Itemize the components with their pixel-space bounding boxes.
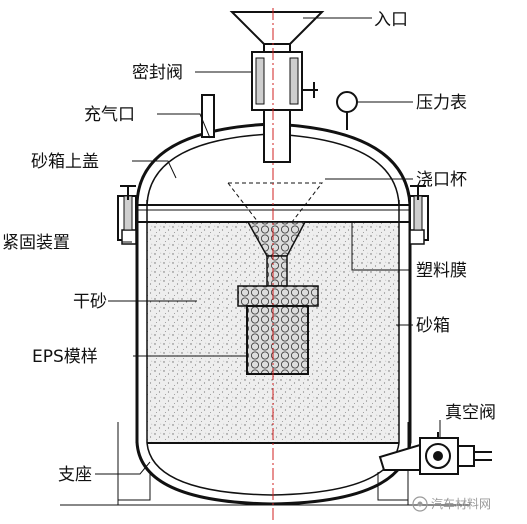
leader-lines	[95, 17, 441, 475]
clamp-right	[409, 185, 429, 245]
seal-valve	[251, 51, 318, 111]
clamp-left	[117, 185, 137, 245]
label-gas-inlet: 充气口	[84, 105, 135, 125]
vacuum-valve	[378, 432, 492, 475]
label-seal-valve: 密封阀	[132, 63, 183, 83]
label-pressure-gauge: 压力表	[416, 93, 467, 113]
pouring-cup-outline	[227, 182, 324, 223]
pouring-cup	[237, 221, 319, 307]
label-inlet: 入口	[374, 10, 408, 30]
label-plastic-film: 塑料膜	[416, 261, 467, 281]
label-vacuum-valve: 真空阀	[445, 403, 496, 423]
label-dry-sand: 干砂	[73, 292, 107, 312]
pressure-gauge	[336, 91, 358, 130]
watermark-logo-icon	[412, 496, 428, 512]
label-pouring-cup: 浇口杯	[416, 170, 467, 190]
label-sandbox-lid: 砂箱上盖	[31, 152, 99, 172]
watermark: 汽车材料网	[412, 496, 491, 512]
eps-pattern-block	[246, 305, 309, 375]
label-clamping-device: 紧固装置	[2, 233, 70, 253]
label-support: 支座	[58, 465, 92, 485]
label-sandbox: 砂箱	[416, 316, 450, 336]
label-eps-pattern: EPS模样	[32, 347, 98, 367]
gas-inlet-tube	[201, 94, 215, 138]
watermark-text: 汽车材料网	[431, 496, 491, 511]
